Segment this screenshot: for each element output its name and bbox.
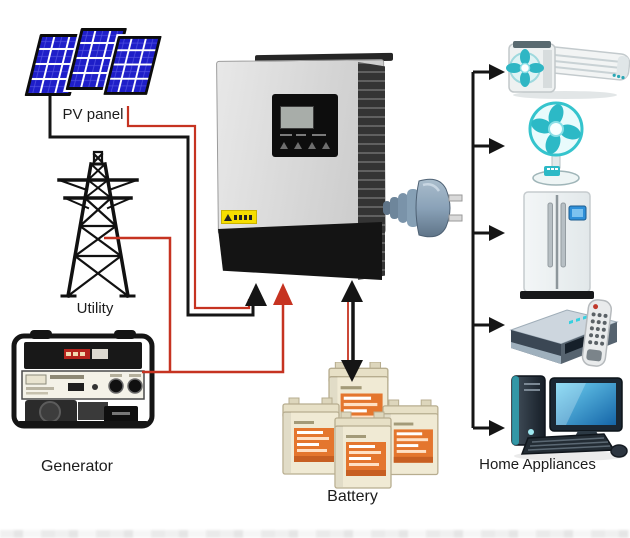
appliance-branch-lines	[473, 70, 492, 430]
pv-panel-label: PV panel	[62, 106, 124, 123]
media-player-illustration	[505, 298, 627, 374]
display-text-dash	[296, 134, 306, 136]
arrowhead-red-into-inverter	[273, 283, 293, 305]
warning-sticker	[221, 210, 257, 224]
battery-label: Battery	[327, 488, 378, 505]
pv-panel-illustration	[22, 24, 172, 112]
transmission-tower-icon	[57, 150, 139, 299]
display-text-dash	[280, 134, 292, 136]
air-conditioner-icon	[506, 41, 630, 99]
battery-bank-icon	[282, 361, 439, 489]
battery-bank-illustration	[282, 361, 442, 492]
arrowhead-battery-up	[341, 280, 363, 302]
fan-icon	[528, 101, 584, 186]
air-conditioner-illustration	[503, 38, 630, 100]
generator-label: Generator	[40, 458, 114, 475]
computer-illustration	[500, 372, 630, 462]
media-player-remote-icon	[509, 299, 619, 367]
inverter-button	[294, 142, 302, 149]
refrigerator-icon	[520, 191, 594, 299]
inverter-button	[280, 142, 288, 149]
ac-plug-illustration	[383, 175, 463, 241]
power-plug-icon	[383, 178, 463, 238]
inverter-control-panel	[272, 94, 338, 157]
electric-fan-illustration	[518, 100, 594, 186]
generator-illustration	[8, 328, 158, 430]
utility-label: Utility	[76, 300, 114, 317]
inverter-button	[308, 142, 316, 149]
solar-panels-icon	[22, 26, 165, 98]
inverter-bottom-section	[218, 222, 382, 280]
utility-tower-illustration	[52, 148, 144, 300]
desktop-computer-icon	[511, 375, 628, 461]
arrowhead-pv-into-inverter	[245, 283, 267, 306]
refrigerator-illustration	[516, 190, 598, 304]
bottom-watermark-strip	[0, 530, 630, 538]
portable-generator-icon	[11, 330, 155, 429]
home-appliances-label: Home Appliances	[479, 456, 596, 473]
inverter-button	[322, 142, 330, 149]
wire-generator-red	[142, 300, 285, 374]
inverter-lcd-screen	[280, 106, 314, 129]
display-text-dash	[312, 134, 326, 136]
inverter-illustration	[215, 52, 393, 282]
